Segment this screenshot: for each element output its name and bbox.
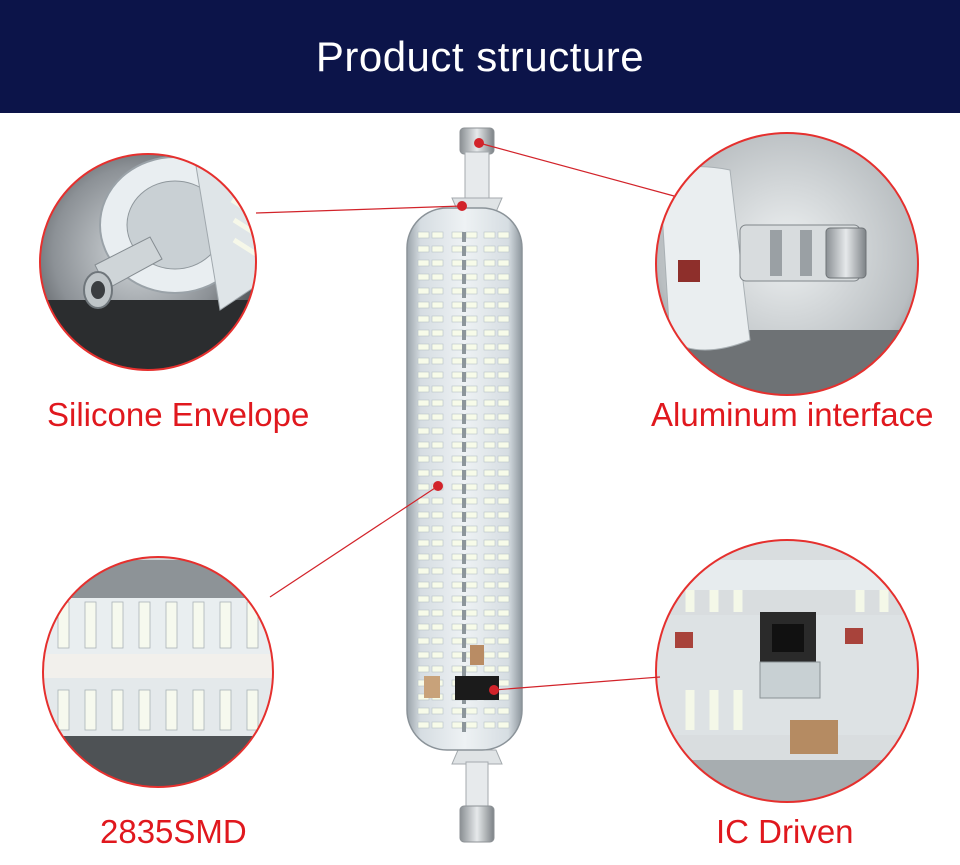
leader-line-smd-chips	[269, 485, 439, 598]
label-smd-chips: 2835SMD	[100, 813, 247, 850]
aluminum-interface-photo	[655, 132, 919, 396]
leader-lines	[255, 138, 675, 695]
page-title: Product structure	[315, 32, 645, 80]
pointer-dot-ic-driven	[489, 685, 499, 695]
label-ic-driven: IC Driven	[716, 813, 854, 850]
pointer-dot-smd-chips	[433, 481, 443, 491]
label-aluminum-interface: Aluminum interface	[651, 396, 934, 433]
led-lamp-bulb	[406, 127, 523, 843]
pointer-dot-silicone-envelope	[457, 201, 467, 211]
pointer-dot-aluminum-interface	[474, 138, 484, 148]
leader-line-ic-driven	[493, 676, 661, 691]
silicone-envelope-photo	[39, 153, 257, 371]
title-banner: Product structure	[0, 0, 960, 113]
label-silicone-envelope: Silicone Envelope	[47, 396, 310, 433]
smd-chips-photo	[42, 556, 274, 788]
leader-line-aluminum-interface	[478, 142, 675, 197]
leader-line-silicone-envelope	[255, 205, 463, 214]
ic-driver-photo	[655, 539, 919, 803]
